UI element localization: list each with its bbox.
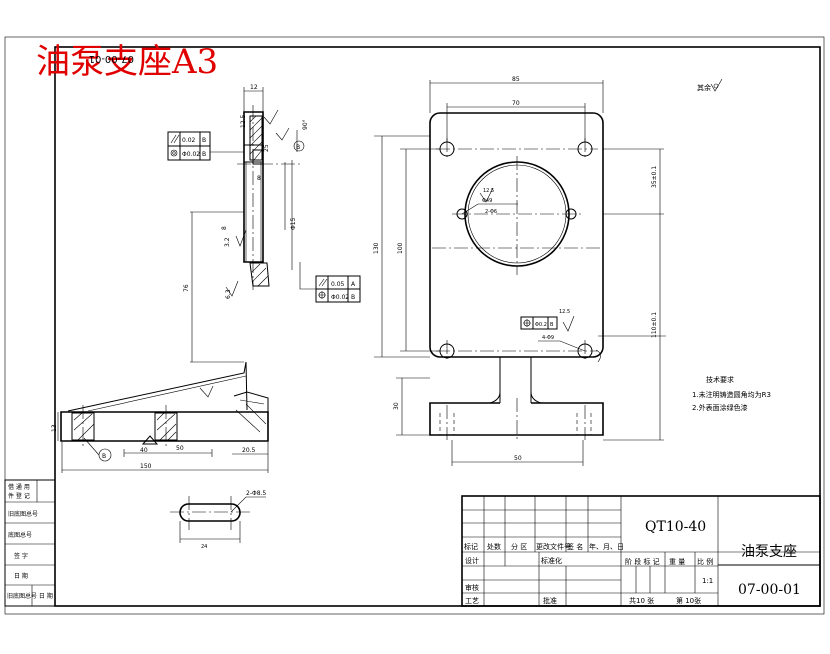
svg-text:B: B bbox=[296, 144, 300, 151]
svg-text:年、月、日: 年、月、日 bbox=[589, 542, 624, 551]
svg-text:24: 24 bbox=[201, 544, 207, 550]
svg-text:6.3: 6.3 bbox=[225, 289, 232, 299]
left-margin-table: 借 通 用 件 登 记 旧底图总号 底图总号 签 字 日 期 旧底图总号 日 期 bbox=[4, 479, 56, 607]
svg-text:35±0.1: 35±0.1 bbox=[651, 166, 658, 188]
svg-text:审核: 审核 bbox=[465, 583, 479, 592]
svg-text:件 登 记: 件 登 记 bbox=[8, 492, 30, 500]
svg-text:共10 张: 共10 张 bbox=[629, 596, 654, 605]
title-block: 标记 处数 分 区 更改文件号 签 名 年、月、日 设计 标准化 审核 工艺 批… bbox=[461, 495, 821, 607]
svg-text:70: 70 bbox=[512, 100, 520, 107]
tech-req-line-1: 1.未注明铸造圆角均为R3 bbox=[692, 390, 771, 399]
svg-text:110±0.1: 110±0.1 bbox=[651, 312, 658, 338]
section-callout: B bbox=[102, 453, 106, 460]
svg-text:150: 150 bbox=[140, 463, 152, 470]
svg-text:12.5: 12.5 bbox=[240, 114, 247, 128]
svg-text:B: B bbox=[351, 294, 355, 301]
tolerance-frame-position: Φ0.02 B bbox=[299, 262, 361, 303]
drawing-code-rotated: 07-00-01 bbox=[89, 53, 134, 64]
svg-text:日 期: 日 期 bbox=[14, 572, 28, 580]
svg-text:90°: 90° bbox=[302, 119, 309, 130]
svg-text:B: B bbox=[202, 151, 206, 158]
front-view: 85 70 130 100 35±0.1 110±0.1 50 30 Φ49 2… bbox=[373, 76, 666, 466]
svg-text:Φ0.02: Φ0.02 bbox=[331, 294, 349, 301]
svg-text:旧底图总号: 旧底图总号 bbox=[8, 510, 38, 518]
svg-text:3.2: 3.2 bbox=[224, 237, 231, 247]
svg-text:2-Φ8.5: 2-Φ8.5 bbox=[246, 490, 266, 497]
material-label: QT10-40 bbox=[645, 519, 706, 535]
tolerance-frame-parallel: 0.02 B bbox=[167, 131, 211, 147]
title-overlay: 油泵支座A3 bbox=[36, 42, 218, 82]
svg-text:76: 76 bbox=[183, 284, 190, 292]
technical-requirements: 技术要求 1.未注明铸造圆角均为R3 2.外表面涂绿色漆 bbox=[692, 375, 771, 412]
svg-text:比 例: 比 例 bbox=[697, 557, 713, 566]
svg-text:B: B bbox=[550, 322, 554, 328]
svg-text:B: B bbox=[202, 137, 206, 144]
svg-text:20.5: 20.5 bbox=[242, 447, 256, 454]
roughness-other: 其余 bbox=[697, 78, 723, 92]
tech-req-line-2: 2.外表面涂绿色漆 bbox=[692, 403, 748, 412]
svg-text:25: 25 bbox=[263, 144, 270, 152]
svg-text:标准化: 标准化 bbox=[541, 556, 562, 565]
svg-text:40: 40 bbox=[140, 447, 148, 454]
svg-text:130: 130 bbox=[373, 242, 380, 254]
svg-text:85: 85 bbox=[512, 76, 520, 83]
svg-text:标记: 标记 bbox=[464, 542, 478, 551]
drawing-number: 07-00-01 bbox=[738, 582, 801, 598]
svg-text:0.02: 0.02 bbox=[182, 137, 196, 144]
svg-text:8: 8 bbox=[257, 175, 261, 182]
svg-text:分 区: 分 区 bbox=[511, 542, 527, 551]
svg-text:处数: 处数 bbox=[487, 542, 501, 551]
svg-text:A: A bbox=[351, 281, 356, 288]
svg-text:50: 50 bbox=[514, 455, 522, 462]
svg-text:阶 段 标 记: 阶 段 标 记 bbox=[625, 557, 660, 566]
svg-text:设计: 设计 bbox=[465, 556, 479, 565]
svg-text:第 10张: 第 10张 bbox=[676, 596, 701, 605]
svg-text:8: 8 bbox=[221, 226, 228, 230]
tolerance-frame-flatness: 0.05 A bbox=[315, 275, 361, 290]
svg-text:其余: 其余 bbox=[697, 83, 711, 92]
slot-detail: 24 2-Φ8.5 bbox=[170, 490, 266, 550]
svg-text:30: 30 bbox=[393, 402, 400, 410]
svg-text:1:1: 1:1 bbox=[702, 577, 713, 585]
inner-frame bbox=[54, 46, 821, 607]
svg-text:更改文件号: 更改文件号 bbox=[536, 542, 571, 551]
svg-text:0.05: 0.05 bbox=[331, 281, 345, 288]
svg-text:Φ0.02: Φ0.02 bbox=[182, 151, 200, 158]
svg-text:旧底图总号 日 期: 旧底图总号 日 期 bbox=[7, 592, 53, 600]
svg-text:签 名: 签 名 bbox=[567, 542, 583, 551]
tolerance-frame-concentric: Φ0.02 B bbox=[167, 145, 244, 161]
svg-text:13: 13 bbox=[51, 424, 58, 432]
svg-text:底图总号: 底图总号 bbox=[8, 531, 32, 539]
svg-text:重 量: 重 量 bbox=[669, 558, 685, 566]
svg-text:Φ49: Φ49 bbox=[482, 198, 492, 204]
svg-text:2-Φ6: 2-Φ6 bbox=[485, 209, 497, 215]
outer-border bbox=[4, 36, 825, 615]
svg-text:12: 12 bbox=[250, 84, 258, 91]
svg-text:4-Φ9: 4-Φ9 bbox=[542, 335, 554, 341]
tech-req-title: 技术要求 bbox=[706, 375, 734, 384]
svg-text:签 字: 签 字 bbox=[14, 552, 28, 560]
svg-text:借 通 用: 借 通 用 bbox=[8, 483, 30, 491]
svg-text:12.5: 12.5 bbox=[559, 309, 570, 315]
svg-text:Φ0.2: Φ0.2 bbox=[535, 322, 547, 328]
svg-text:批准: 批准 bbox=[543, 596, 557, 605]
side-view: 150 50 20.5 40 13 76 12 90° Φ15 8 8 3.2 … bbox=[51, 84, 309, 473]
svg-text:100: 100 bbox=[397, 242, 404, 254]
svg-text:12.5: 12.5 bbox=[483, 188, 494, 194]
svg-text:50: 50 bbox=[176, 445, 184, 452]
svg-text:工艺: 工艺 bbox=[465, 597, 479, 605]
svg-text:Φ15: Φ15 bbox=[290, 217, 297, 230]
part-name: 油泵支座 bbox=[741, 544, 797, 560]
